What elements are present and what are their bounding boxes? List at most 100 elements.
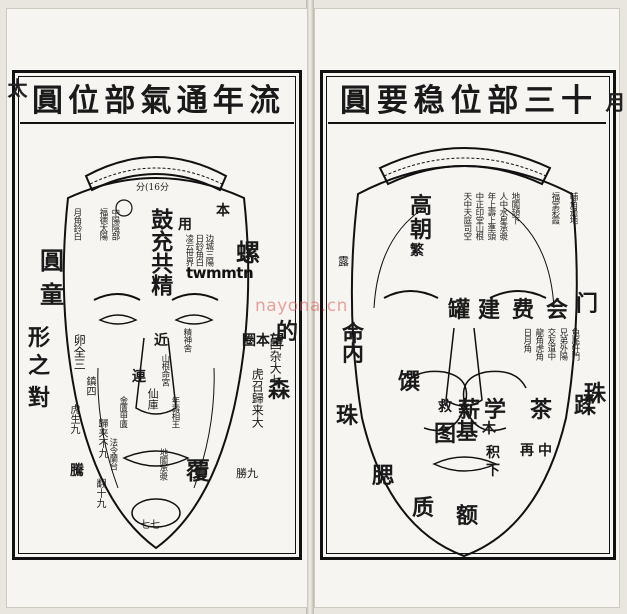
right-label-xue: 学 — [484, 397, 507, 423]
right-col-2: 年上壽上準頭 — [485, 192, 496, 240]
left-label-luo: 螺 — [236, 238, 260, 267]
left-label-teng: 騰 — [70, 463, 84, 479]
right-label-mu: 木 — [482, 421, 496, 437]
right-title-char-5: 部 — [487, 82, 521, 119]
right-page: 月 圓 要 稳 位 部 三 十 高 朝 繁 露 命 内 珠 罐 建 费 会 门 … — [314, 8, 626, 608]
left-label-tong: 童 — [40, 280, 64, 309]
right-title-band: 圓 要 稳 位 部 三 十 — [328, 80, 606, 124]
left-title-char-4: 氣 — [140, 82, 174, 119]
right-label-zhi: 质 — [412, 495, 435, 521]
left-label-de: 的 — [276, 319, 299, 345]
right-col-4: 地閣頦下 — [509, 192, 520, 224]
right-face-diagram — [350, 147, 578, 558]
left-col-4: 精神舍 — [181, 328, 192, 352]
left-label-ben: 本 — [216, 203, 230, 219]
right-label-xin: 薪 — [458, 397, 481, 423]
right-col-10: 兄弟外陽 — [557, 328, 568, 360]
right-col-5: 福堂彩霞 — [549, 192, 560, 224]
left-label-yong: 用 — [178, 217, 192, 233]
left-label-hu-shen: 虎生九 — [68, 404, 79, 434]
right-label-ji2: 积 — [486, 445, 500, 461]
left-col-8: 年壽相王 — [169, 396, 180, 428]
right-col-0: 天中天庭司空 — [461, 192, 472, 240]
left-page: 太 圓 位 部 氣 通 年 流 分(16分 本 用 螺 鼓充共精 — [4, 8, 308, 608]
right-title-char-1: 圓 — [340, 82, 373, 119]
right-label-nei: 内 — [342, 341, 365, 367]
right-label-zhu2: 珠 — [584, 381, 607, 407]
left-label-ke-hou: 七七 — [140, 520, 160, 531]
watermark: nayona.cn — [255, 296, 348, 316]
left-label-top-small: 分(16分 — [136, 183, 169, 193]
left-title-band: 圓 位 部 氣 通 年 流 — [20, 80, 294, 124]
right-label-lu: 露 — [338, 255, 349, 268]
left-col-10: 法令蘭台 — [107, 438, 118, 470]
right-col-7: 日月角 — [521, 328, 532, 352]
left-label-yuan: 圓 — [40, 246, 64, 275]
left-label-tian-zhong: 鎮四 — [84, 376, 95, 396]
left-title-char-7: 圓 — [32, 82, 65, 119]
book-gutter — [306, 0, 314, 614]
right-label-zai: 再 — [520, 443, 534, 459]
right-col-1: 中正印堂山根 — [473, 192, 484, 240]
left-label-lian: 連 — [132, 369, 146, 385]
right-col-11: 魚尾奸門 — [569, 328, 580, 360]
left-label-jin: 近 — [154, 333, 168, 349]
left-label-sen: 森 — [268, 377, 291, 403]
left-stamp: twmmtn — [186, 264, 254, 282]
left-title-char-1: 流 — [248, 82, 282, 119]
right-label-chao: 朝 — [410, 217, 433, 243]
left-label-hu-gui: 虎召歸来大 — [250, 368, 265, 428]
left-label-fan-ke: 翻十九 — [94, 478, 105, 508]
right-col-8: 龍角虎角 — [533, 328, 544, 360]
right-title-char-3: 稳 — [413, 82, 447, 119]
left-edge-text: 太 — [4, 78, 28, 98]
left-col-2: 月角鈴白 — [71, 208, 82, 240]
right-label-hui: 会 — [546, 297, 569, 323]
left-title-char-3: 通 — [176, 82, 210, 119]
right-label-jian: 建 — [478, 297, 501, 323]
right-col-3: 人中水星承漿 — [497, 192, 508, 240]
right-label-ji: 基 — [456, 419, 479, 445]
right-title-char-2: 要 — [376, 82, 410, 119]
left-col-1: 日鈴角白 — [193, 234, 204, 266]
left-col-11: 地閣承漿 — [157, 448, 168, 480]
right-label-tu: 图 — [434, 421, 457, 447]
right-label-jiu: 救 — [438, 399, 452, 415]
right-title-char-7: 十 — [560, 82, 594, 119]
left-col-9: 金匱甲匱 — [117, 396, 128, 428]
left-label-xing: 形 — [28, 325, 51, 351]
right-label-fan: 繁 — [410, 243, 424, 259]
right-label-cha: 茶 — [530, 397, 553, 423]
left-label-sheng-jiu: 勝九 — [236, 467, 258, 480]
right-col-6: 輔角邊地 — [567, 192, 578, 224]
right-label-bao: 蹂 — [574, 393, 597, 419]
left-title-char-2: 年 — [212, 82, 246, 119]
left-title-char-6: 位 — [68, 82, 102, 119]
left-label-zhi: 之 — [28, 353, 51, 379]
right-label-zhuan: 馔 — [398, 369, 421, 395]
left-title-char-5: 部 — [104, 82, 138, 119]
left-label-xian-tang: 仙庫 — [146, 388, 160, 410]
right-edge-text: 月 — [602, 92, 626, 112]
right-label-zhu: 珠 — [336, 403, 359, 429]
left-label-gui-lai: 歸来不九 — [96, 418, 107, 458]
left-page-inner-rule — [18, 76, 296, 554]
right-col-9: 交友道中 — [545, 328, 556, 360]
right-label-fei: 费 — [512, 297, 535, 323]
right-label-guan: 罐 — [448, 297, 471, 323]
left-label-gu: 鼓充共精 — [147, 208, 174, 296]
left-face-diagram — [62, 156, 250, 550]
right-label-men: 门 — [576, 291, 599, 317]
left-col-0: 边城三陽 — [203, 234, 214, 266]
left-col-3: 凌云世界 — [183, 234, 194, 266]
left-label-luan-quan: 卵全三 — [72, 334, 87, 370]
left-col-7: 山根命宮 — [159, 354, 170, 386]
left-label-hui-za: 回杂大七 — [268, 338, 283, 386]
left-label-fu: 覆 — [186, 456, 210, 485]
right-title-char-4: 位 — [450, 82, 484, 119]
left-label-quan-ben-wang: 圈本望 — [242, 333, 284, 349]
left-label-dui: 對 — [28, 385, 51, 411]
right-label-ming: 命 — [342, 321, 365, 347]
left-col-5: 福德太陽 — [97, 208, 108, 240]
right-label-sai: 腮 — [372, 463, 395, 489]
